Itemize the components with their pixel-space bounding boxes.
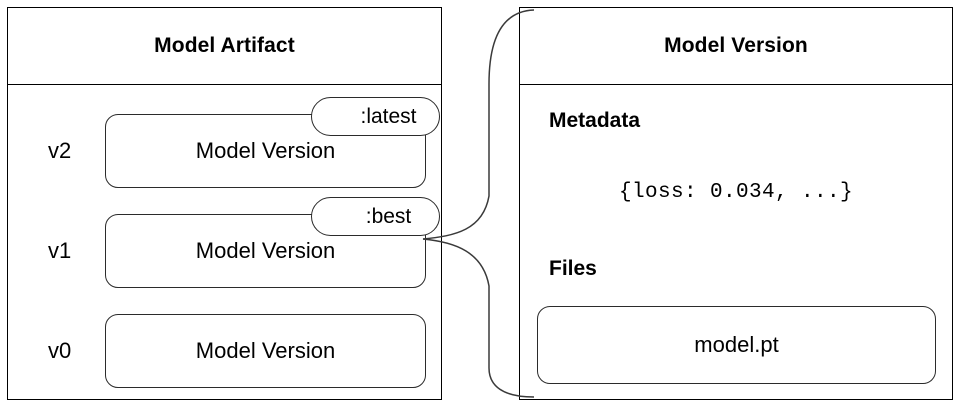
alias-badge-best[interactable]: :best bbox=[311, 197, 440, 236]
model-version-body: Metadata {loss: 0.034, ...} Files model.… bbox=[520, 85, 952, 399]
alias-badge-label-best: :best bbox=[365, 204, 412, 228]
model-version-panel: Model Version Metadata {loss: 0.034, ...… bbox=[519, 7, 953, 400]
alias-badge-latest[interactable]: :latest bbox=[311, 97, 440, 136]
version-row-v1: v1 Model Version :best bbox=[8, 197, 441, 301]
model-artifact-body: v2 Model Version :latest v1 Model Versio… bbox=[8, 85, 441, 399]
file-item-label: model.pt bbox=[694, 332, 779, 357]
model-artifact-panel: Model Artifact v2 Model Version :latest … bbox=[7, 7, 442, 400]
file-item-model-pt[interactable]: model.pt bbox=[537, 306, 936, 384]
model-artifact-header: Model Artifact bbox=[8, 8, 441, 85]
version-label-v2: v2 bbox=[48, 138, 72, 163]
model-version-title: Model Version bbox=[664, 34, 808, 57]
version-row-v2: v2 Model Version :latest bbox=[8, 97, 441, 201]
model-version-header: Model Version bbox=[520, 8, 952, 85]
files-section-label: Files bbox=[549, 257, 597, 280]
version-box-label-v1: Model Version bbox=[195, 238, 336, 263]
version-box-label-v0: Model Version bbox=[195, 338, 336, 363]
alias-badge-label-latest: :latest bbox=[360, 104, 417, 128]
version-box-label-v2: Model Version bbox=[195, 138, 336, 163]
version-row-v0: v0 Model Version bbox=[8, 301, 441, 401]
metadata-section-label: Metadata bbox=[549, 109, 641, 132]
version-label-v0: v0 bbox=[48, 338, 72, 363]
metadata-value: {loss: 0.034, ...} bbox=[618, 181, 854, 204]
model-artifact-title: Model Artifact bbox=[154, 34, 295, 57]
version-box-v1[interactable]: Model Version bbox=[105, 214, 426, 288]
version-box-v0[interactable]: Model Version bbox=[105, 314, 426, 388]
version-label-v1: v1 bbox=[48, 238, 72, 263]
